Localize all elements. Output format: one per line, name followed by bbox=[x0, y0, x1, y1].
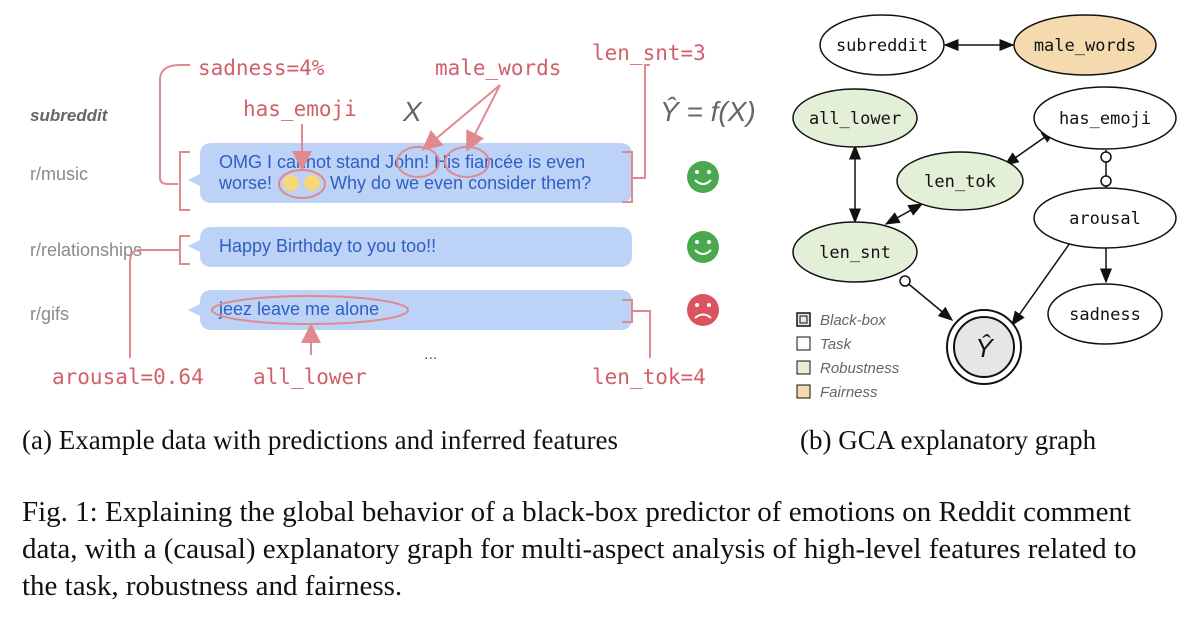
len-tok-leader bbox=[632, 310, 651, 358]
node-label-subreddit: subreddit bbox=[836, 36, 928, 56]
graph-node-labels: subreddit male_words all_lower has_emoji… bbox=[809, 36, 1151, 363]
edge-endpoint-circle bbox=[1100, 151, 1112, 163]
happy-face-icon bbox=[687, 161, 719, 193]
explanatory-graph bbox=[792, 14, 1177, 385]
arousal-leader bbox=[129, 249, 180, 358]
yhat-formula: Ŷ = f(X) bbox=[660, 96, 756, 127]
node-label-has-emoji: has_emoji bbox=[1059, 109, 1151, 129]
message-1-line-2a: worse! bbox=[218, 173, 272, 193]
legend-swatch-blackbox bbox=[796, 312, 811, 327]
node-label-arousal: arousal bbox=[1069, 209, 1141, 229]
male-words-arrow-2 bbox=[466, 84, 501, 152]
sadness-label: sadness=4% bbox=[198, 56, 325, 80]
len-snt-label: len_snt=3 bbox=[592, 41, 706, 65]
sadness-brace bbox=[159, 64, 190, 185]
message-1-line-1: OMG I cannot stand John! His fiancée is … bbox=[219, 152, 585, 172]
example-data-panel: sadness=4% male_words len_snt=3 has_emoj… bbox=[30, 41, 756, 389]
edge-len-snt-yhat bbox=[904, 280, 954, 321]
message-3-text: jeez leave me alone bbox=[218, 299, 379, 319]
legend-swatch-robustness bbox=[796, 360, 811, 375]
all-lower-label: all_lower bbox=[253, 365, 367, 389]
node-sadness bbox=[1047, 283, 1163, 345]
male-words-label: male_words bbox=[435, 56, 561, 80]
edge-endpoint-circle bbox=[899, 275, 911, 287]
figure-caption: Fig. 1: Explaining the global behavior o… bbox=[22, 496, 1137, 602]
node-label-all-lower: all_lower bbox=[809, 109, 901, 129]
subcaption-a: (a) Example data with predictions and in… bbox=[22, 425, 618, 455]
arousal-label: arousal=0.64 bbox=[52, 365, 204, 389]
node-label-male-words: male_words bbox=[1034, 36, 1136, 56]
legend-label-fairness: Fairness bbox=[820, 384, 878, 401]
subreddit-music: r/music bbox=[30, 164, 88, 184]
message-bubble-2 bbox=[188, 227, 632, 267]
message-1-brace-left bbox=[179, 151, 190, 211]
x-label: X bbox=[402, 96, 423, 127]
len-snt-leader bbox=[632, 64, 650, 179]
node-len-snt bbox=[792, 221, 918, 283]
more-rows-ellipsis: ... bbox=[424, 346, 437, 363]
subreddit-gifs: r/gifs bbox=[30, 304, 69, 324]
figure: sadness=4% male_words len_snt=3 has_emoj… bbox=[30, 14, 1177, 401]
message-2-brace bbox=[179, 235, 190, 265]
node-male-words bbox=[1013, 14, 1157, 76]
legend-swatch-blackbox-inner bbox=[799, 315, 808, 324]
subreddit-relationships: r/relationships bbox=[30, 240, 142, 260]
emoji-icon bbox=[283, 175, 299, 191]
edge-endpoint-circle bbox=[1100, 175, 1112, 187]
happy-face-icon bbox=[687, 231, 719, 263]
legend-label-blackbox: Black-box bbox=[820, 312, 886, 329]
node-label-yhat: Ŷ bbox=[975, 333, 994, 363]
node-label-len-snt: len_snt bbox=[819, 243, 891, 263]
message-2-text: Happy Birthday to you too!! bbox=[219, 236, 436, 256]
node-label-len-tok: len_tok bbox=[924, 172, 996, 192]
node-label-sadness: sadness bbox=[1069, 305, 1141, 325]
legend-label-robustness: Robustness bbox=[820, 360, 900, 377]
john-highlight bbox=[396, 146, 440, 178]
legend-swatch-task bbox=[796, 336, 811, 351]
male-words-arrow-1 bbox=[421, 84, 501, 151]
graph-legend: Black-box Task Robustness Fairness bbox=[796, 312, 900, 401]
message-bubble-3 bbox=[188, 290, 632, 330]
node-arousal bbox=[1033, 187, 1177, 249]
edge-arousal-yhat bbox=[1011, 242, 1071, 327]
edge-len-tok-len-snt bbox=[884, 203, 924, 225]
sad-face-icon bbox=[687, 294, 719, 326]
node-subreddit bbox=[819, 14, 945, 76]
legend-label-task: Task bbox=[820, 336, 853, 353]
node-all-lower bbox=[792, 88, 918, 148]
subreddit-header: subreddit bbox=[30, 106, 109, 125]
subcaption-b: (b) GCA explanatory graph bbox=[800, 425, 1097, 455]
node-yhat bbox=[953, 316, 1015, 378]
has-emoji-label: has_emoji bbox=[243, 97, 357, 121]
emoji-icon bbox=[304, 175, 320, 191]
len-tok-label: len_tok=4 bbox=[592, 365, 706, 389]
legend-swatch-fairness bbox=[796, 384, 811, 399]
message-1-line-2b: Why do we even consider them? bbox=[330, 173, 591, 193]
node-has-emoji bbox=[1033, 86, 1177, 150]
node-len-tok bbox=[896, 151, 1024, 211]
